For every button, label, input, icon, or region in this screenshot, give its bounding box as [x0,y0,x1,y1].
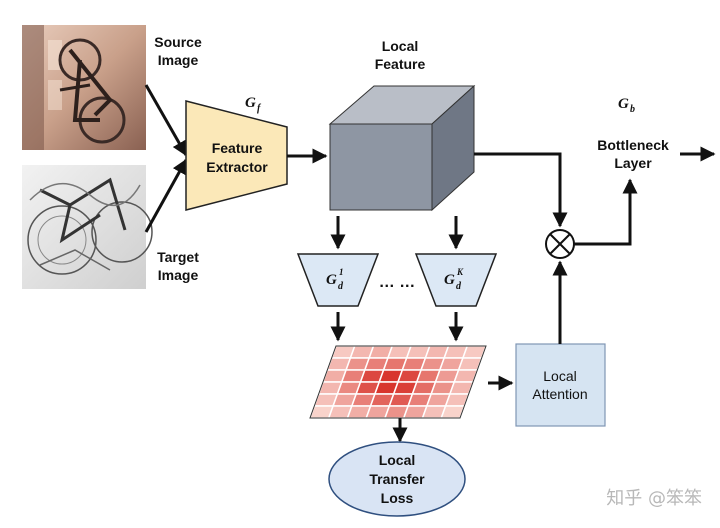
loss-label-line3: Loss [381,490,414,506]
attention-label-line2: Attention [532,386,587,402]
local-transfer-loss [328,441,466,517]
heatmap-outline [309,345,487,419]
source-image [22,25,146,150]
local-feature-label-line1: Local [382,38,419,54]
local-feature-label-line2: Feature [375,56,426,72]
arrow-source-to-extractor [144,84,188,157]
gd1-main: G [326,272,337,288]
attention-label-line1: Local [543,368,576,384]
decoder-k [414,253,498,307]
decoder-ellipsis: … … [379,274,415,291]
target-image [22,165,153,289]
gb-sub: b [630,104,635,115]
source-label-line1: Source [154,34,202,50]
decoder-1 [296,253,380,307]
feature-extractor [185,100,288,211]
arrow-target-to-extractor [144,158,188,233]
arrow-multiply-to-bottleneck [574,178,638,246]
target-label-line1: Target [157,249,199,265]
gb-symbol: G b [618,96,635,115]
gd1-sup: 1 [339,267,344,277]
feature-extractor-label-line1: Feature [212,140,263,156]
watermark: 知乎 @笨笨 [606,488,702,509]
gd1-symbol: G d 1 [326,267,344,292]
feature-extractor-label-line2: Extractor [206,159,268,175]
target-label-line2: Image [158,267,199,283]
gf-symbol: G f [245,95,262,114]
gf-sub: f [257,103,262,114]
gb-main: G [618,96,629,112]
gd1-sub: d [338,281,344,292]
gdk-sup: K [456,267,464,277]
multiply-icon [545,229,575,259]
gdk-symbol: G d K [444,267,464,292]
loss-label-line1: Local [379,452,416,468]
bottleneck-label-line1: Bottleneck [597,137,669,153]
arrow-cube-to-multiply [474,152,568,228]
loss-label-line2: Transfer [369,471,425,487]
bottleneck-label-line2: Layer [614,155,652,171]
gdk-main: G [444,272,455,288]
gf-main: G [245,95,256,111]
gdk-sub: d [456,281,462,292]
local-attention-box [515,343,606,427]
attention-heatmap [308,345,488,419]
local-feature-cube [328,84,476,212]
source-label-line2: Image [158,52,199,68]
